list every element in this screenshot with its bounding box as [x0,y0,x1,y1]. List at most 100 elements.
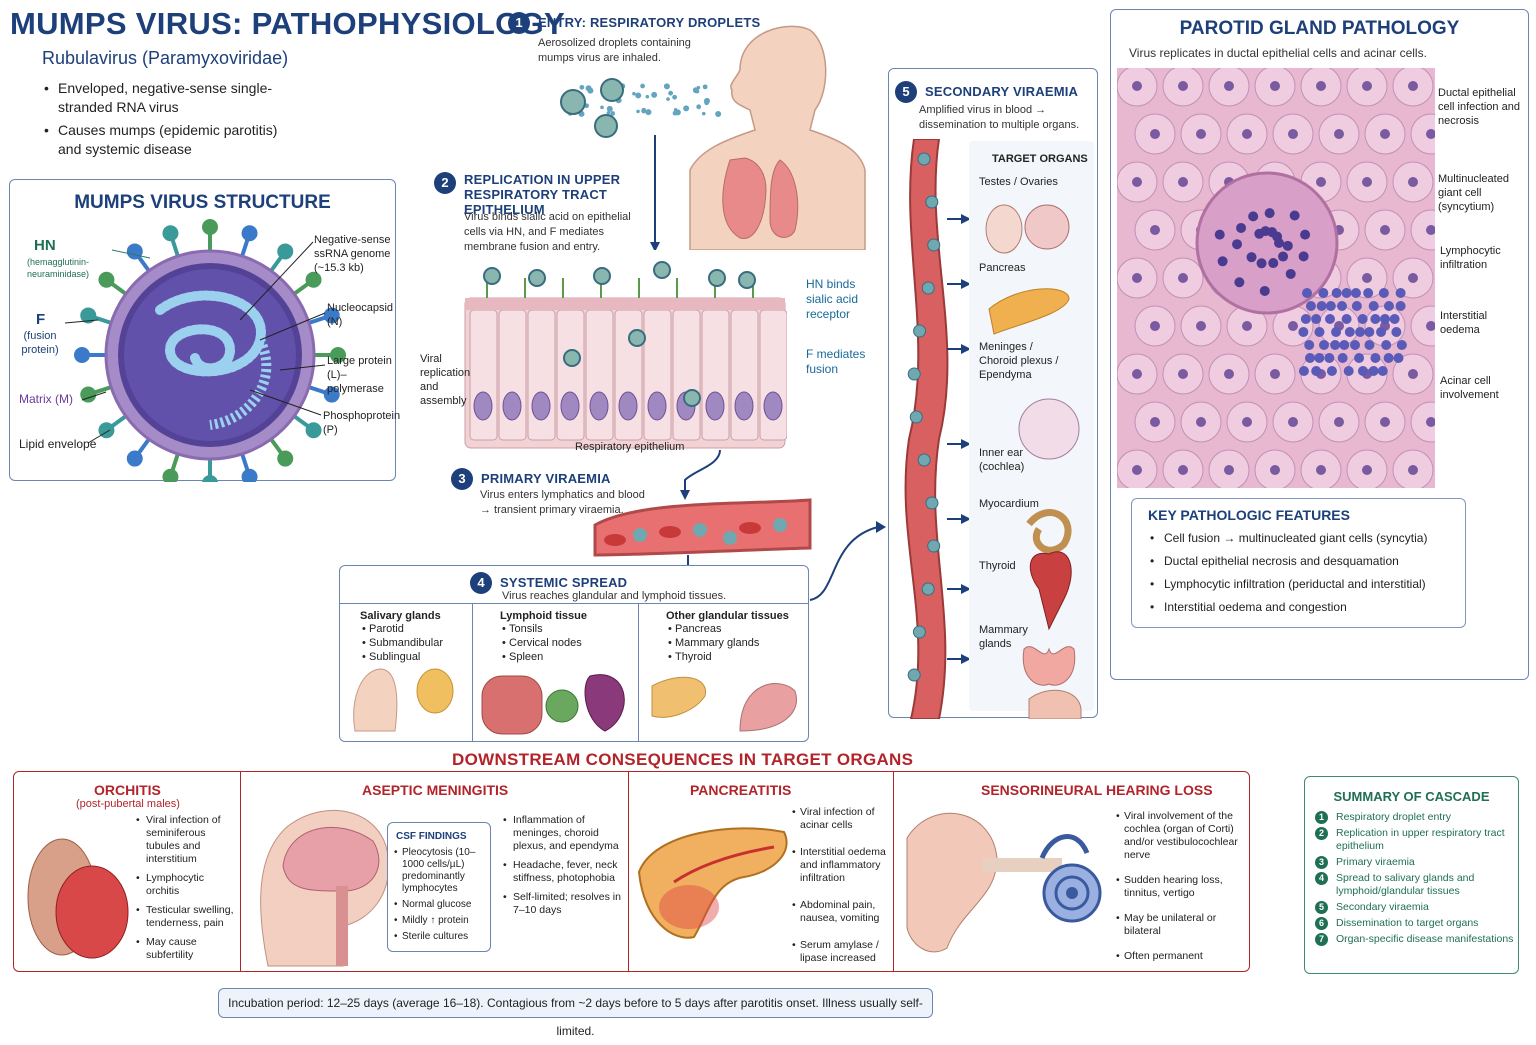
hearing-item: May be unilateral or bilateral [1114,912,1244,938]
summary-item-label: Organ-specific disease manifestations [1336,933,1514,945]
epithelium-illustration [464,261,787,449]
meningitis-item: Inflammation of meninges, choroid plexus… [501,814,621,853]
hn-label: HN [34,237,56,254]
hearing-item: Sudden hearing loss, tinnitus, vertigo [1114,874,1244,900]
phosphoprotein-label: Phosphoprotein (P) [323,410,401,436]
target-organ: Inner ear (cochlea) [979,447,1025,473]
key-feature: Cell fusion → multinucleated giant cells… [1148,531,1458,546]
spread-col-title: Other glandular tissues [666,610,789,622]
hearing-item: Often permanent [1114,950,1244,963]
target-organ: Testes / Ovaries [979,176,1058,188]
spread-item: Thyroid [666,650,806,664]
step3-title: PRIMARY VIRAEMIA [481,471,611,487]
step4-text: Virus reaches glandular and lymphoid tis… [502,590,727,602]
key-features-panel: KEY PATHOLOGIC FEATURES Cell fusion → mu… [1131,498,1466,628]
summary-item: 2 Replication in upper respiratory tract … [1315,827,1515,853]
entry-illustration [560,25,866,250]
summary-item-number: 5 [1315,901,1328,914]
pancreatitis-title: PANCREATITIS [690,782,792,798]
spread-col-lymphoid: Lymphoid tissue TonsilsCervical nodesSpl… [500,610,630,664]
pancreatitis-item: Interstitial oedema and inflammatory inf… [790,846,893,885]
spread-col-title: Salivary glands [360,610,441,622]
summary-item-number: 4 [1315,872,1328,885]
header-bullets: Enveloped, negative-sense single-strande… [42,79,282,163]
virus-structure-title: MUMPS VIRUS STRUCTURE [74,192,331,213]
step1-title: ENTRY: RESPIRATORY DROPLETS [538,15,761,31]
parotid-panel: PAROTID GLAND PATHOLOGY Virus replicates… [1110,9,1529,680]
meningitis-title: ASEPTIC MENINGITIS [362,782,509,798]
csf-item: Normal glucose [392,899,488,911]
arrow-to-secondary [809,521,886,601]
csf-item: Sterile cultures [392,931,488,943]
summary-item-label: Replication in upper respiratory tract e… [1336,827,1505,852]
step1-text: Aerosolized droplets containing mumps vi… [538,37,691,64]
hearing-title: SENSORINEURAL HEARING LOSS [981,782,1213,798]
spread-item: Parotid [360,622,470,636]
parotid-label: Acinar cell involvement [1440,375,1499,401]
target-organ: Pancreas [979,262,1026,274]
virus-structure-panel: MUMPS VIRUS STRUCTURE HN (hemagglutinin-… [9,179,401,482]
spread-item: Sublingual [360,650,470,664]
summary-item-label: Respiratory droplet entry [1336,811,1451,823]
step5-heading: 5 SECONDARY VIRAEMIA [895,81,1078,103]
nucleocapsid-label: Nucleocapsid (N) [327,302,394,328]
hn-sub: (hemagglutinin-neuraminidase) [26,257,90,279]
virus-diagram [64,219,346,482]
spread-col-title: Lymphoid tissue [500,610,587,622]
summary-item-number: 6 [1315,917,1328,930]
summary-item-number: 2 [1315,827,1328,840]
orchitis-item: Lymphocytic orchitis [134,872,239,898]
summary-item-label: Secondary viraemia [1336,901,1429,913]
pancreatitis-item: Serum amylase / lipase increased [790,939,893,965]
hearing-illustration [906,812,1102,953]
target-organ: Myocardium [979,498,1039,510]
parotid-label: Multinucleated giant cell (syncytium) [1438,173,1509,213]
pancreatitis-item: Viral infection of acinar cells [790,806,893,832]
f-label: F [36,311,46,328]
target-organ-icons [985,204,1082,719]
parotid-label: Ductal epithelial cell infection and nec… [1438,87,1520,127]
target-organ: Thyroid [979,560,1016,572]
secondary-vessel [904,139,971,719]
summary-item-number: 3 [1315,856,1328,869]
spread-illustrations [353,668,797,735]
key-features-title: KEY PATHOLOGIC FEATURES [1148,507,1350,523]
summary-title: SUMMARY OF CASCADE [1333,789,1490,804]
lipid-label: Lipid envelope [19,437,97,451]
orchitis-item: Testicular swelling, tenderness, pain [134,904,239,930]
key-feature: Lymphocytic infiltration (periductal and… [1148,577,1458,592]
key-feature: Interstitial oedema and congestion [1148,600,1458,615]
parotid-text: Virus replicates in ductal epithelial ce… [1129,46,1427,60]
csf-item: Pleocytosis (10–1000 cells/µL) predomina… [392,847,488,895]
summary-item-label: Primary viraemia [1336,856,1415,868]
csf-item: Mildly ↑ protein [392,915,488,927]
target-organ: Mammary glands [979,624,1028,650]
summary-item-number: 7 [1315,933,1328,946]
step5-number: 5 [895,81,917,103]
viral-replication-label: Viral replication and assembly [420,353,471,407]
f-mediates-label: F mediates fusion [806,347,866,376]
orchitis-illustration [27,838,129,959]
step3-number: 3 [451,468,473,490]
genome-label: Negative-sense ssRNA genome (~15.3 kb) [314,234,391,274]
pancreatitis-item: Abdominal pain, nausea, vomiting [790,899,893,925]
orchitis-sub: (post-pubertal males) [76,798,180,810]
key-feature: Ductal epithelial necrosis and desquamat… [1148,554,1458,569]
primary-viraemia-vessel [593,449,812,568]
step2-text: Virus binds sialic acid on epithelial ce… [464,211,631,253]
page-subtitle: Rubulavirus (Paramyxoviridae) [42,48,289,68]
step5-title: SECONDARY VIRAEMIA [925,84,1079,100]
meningitis-illustration [260,810,390,967]
matrix-label: Matrix (M) [19,392,73,406]
header-bullet: Causes mumps (epidemic parotitis) and sy… [42,121,282,159]
step1-number: 1 [508,12,530,34]
spread-item: Mammary glands [666,636,806,650]
parotid-title: PAROTID GLAND PATHOLOGY [1179,18,1460,39]
